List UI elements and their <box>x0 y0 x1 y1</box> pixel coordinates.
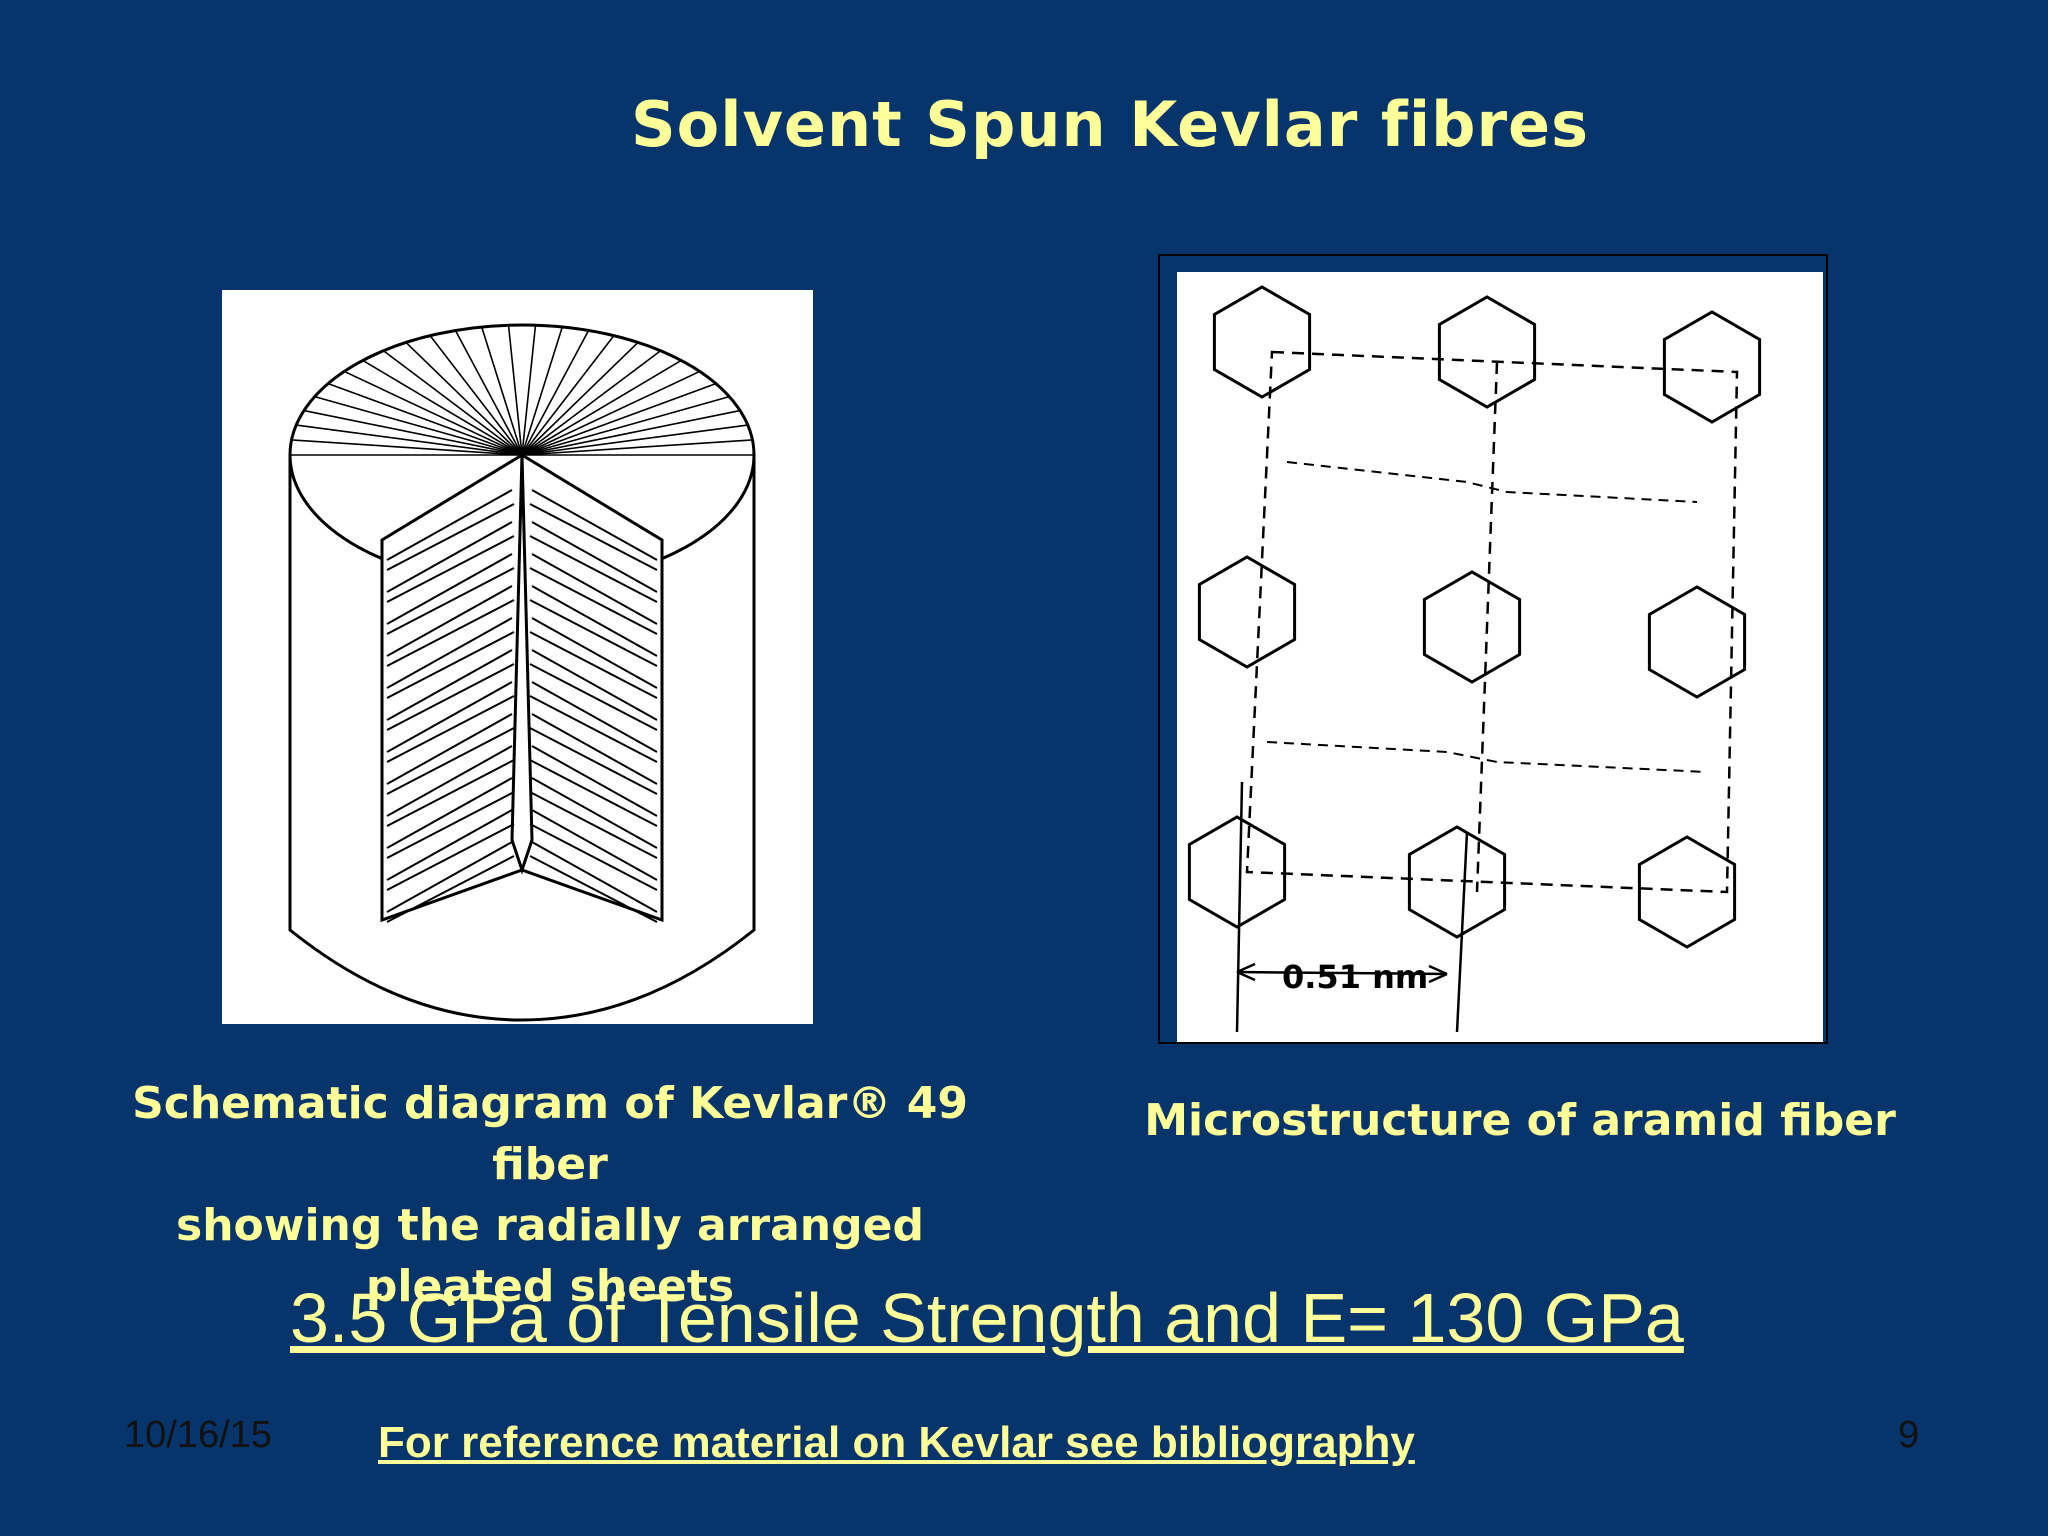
pleat-left <box>386 617 515 699</box>
pleat-right <box>529 489 658 571</box>
radial-sheet-line <box>521 359 682 456</box>
slide-title: Solvent Spun Kevlar fibres <box>630 88 1590 161</box>
slide-date: 10/16/15 <box>124 1414 272 1456</box>
radial-sheet-line <box>454 330 523 456</box>
pleat-left <box>386 681 515 763</box>
pleat-left <box>386 489 515 571</box>
radial-sheet-line <box>343 370 523 456</box>
radial-sheet-line <box>429 335 523 456</box>
benzene-ring <box>1407 825 1507 939</box>
page-number: 9 <box>1898 1414 1920 1456</box>
benzene-ring <box>1197 555 1297 669</box>
radial-sheet-line <box>521 325 537 456</box>
pleat-left <box>386 553 515 635</box>
radial-sheet-line <box>362 359 523 456</box>
pleat-right <box>529 745 658 827</box>
pleat-right <box>529 649 658 731</box>
radial-sheet-line <box>521 409 741 456</box>
radial-sheet-line <box>521 395 730 456</box>
pleat-right <box>529 617 658 699</box>
radial-sheet-line <box>521 350 662 456</box>
radial-sheet-line <box>521 341 639 456</box>
radial-sheet-line <box>327 382 523 456</box>
pleat-right <box>529 521 658 603</box>
lattice-spacing-label: 0.51 nm <box>1282 958 1428 996</box>
pleat-left <box>386 841 515 923</box>
kevlar-fiber-schematic-image <box>222 290 813 1024</box>
pleat-left <box>386 649 515 731</box>
radial-sheet-line <box>521 424 748 456</box>
left-caption-line-4: pleated sheets <box>365 1261 735 1312</box>
aramid-microstructure-drawing: 0.51 nm <box>1187 285 1762 1033</box>
pleat-right <box>529 585 658 667</box>
left-caption-line-2: fiber <box>492 1139 608 1190</box>
benzene-ring <box>1422 570 1522 684</box>
left-caption-line-1: Schematic diagram of Kevlar® 49 <box>132 1078 968 1129</box>
pleat-right <box>529 553 658 635</box>
radial-sheet-line <box>521 326 564 456</box>
radial-sheet-line <box>521 335 615 456</box>
pleat-left <box>386 713 515 795</box>
benzene-ring <box>1662 310 1762 424</box>
radial-sheet-line <box>314 395 523 456</box>
radial-sheet-line <box>480 326 523 456</box>
radial-sheet-line <box>291 439 523 456</box>
pleat-right <box>529 681 658 763</box>
benzene-ring <box>1212 285 1312 399</box>
radial-sheet-line <box>382 350 523 456</box>
radial-sheet-line <box>507 325 523 456</box>
benzene-ring <box>1187 815 1287 929</box>
radial-sheet-line <box>521 382 717 456</box>
radial-sheet-line <box>296 424 523 456</box>
bibliography-link[interactable]: For reference material on Kevlar see bib… <box>378 1418 1415 1467</box>
radial-sheet-line <box>303 409 523 456</box>
pleat-right <box>529 713 658 795</box>
radial-sheet-line <box>521 439 753 456</box>
aramid-microstructure-image: 0.51 nm <box>1177 272 1823 1042</box>
radial-sheet-line <box>521 330 590 456</box>
benzene-ring <box>1637 835 1737 949</box>
radial-sheet-line <box>521 370 701 456</box>
right-figure-caption: Microstructure of aramid fiber <box>1144 1095 1896 1146</box>
pleat-left <box>386 809 515 891</box>
pleat-left <box>386 521 515 603</box>
pleat-left <box>386 745 515 827</box>
pleat-left <box>386 585 515 667</box>
pleat-left <box>386 777 515 859</box>
tensile-strength-link[interactable]: 3.5 GPa of Tensile Strength and E= 130 G… <box>290 1279 1684 1357</box>
pleat-right <box>529 841 658 923</box>
benzene-ring <box>1437 295 1537 409</box>
left-caption-line-3: showing the radially arranged <box>176 1200 924 1251</box>
pleat-right <box>529 809 658 891</box>
left-figure-caption: Schematic diagram of Kevlar® 49 fiber sh… <box>110 1073 990 1317</box>
kevlar-fiber-schematic-drawing <box>288 323 756 1022</box>
pleat-right <box>529 777 658 859</box>
benzene-ring <box>1647 585 1747 699</box>
radial-sheet-line <box>405 341 523 456</box>
